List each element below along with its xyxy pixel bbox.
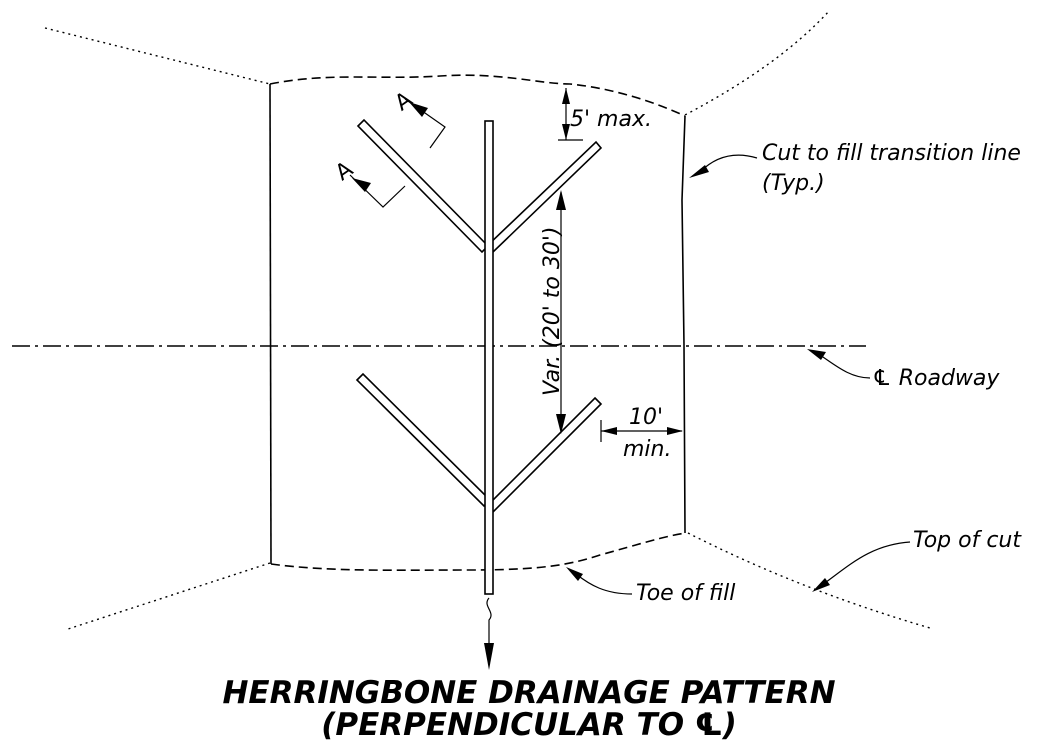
lower-right-lateral bbox=[485, 396, 603, 514]
title-line2: (PERPENDICULAR TO ℄) bbox=[321, 707, 737, 743]
section-a-marker-lower: A bbox=[331, 157, 406, 208]
ten-label: 10' bbox=[629, 405, 663, 430]
lower-left-lateral bbox=[355, 372, 492, 508]
section-a-marker-upper: A bbox=[391, 87, 446, 149]
outlet-flow-arrow bbox=[484, 597, 494, 670]
top-of-cut-lines bbox=[44, 9, 931, 631]
callout-centerline-roadway: ℄ Roadway bbox=[807, 349, 1000, 391]
dimension-10ft-min: 10' min. bbox=[600, 405, 683, 462]
callout-top-of-cut: Top of cut bbox=[812, 528, 1022, 592]
upper-left-lateral bbox=[356, 118, 490, 254]
toe-of-fill-label: Toe of fill bbox=[636, 581, 735, 606]
dimension-variable-spacing: Var. (20' to 30') bbox=[540, 190, 566, 434]
cl-roadway-label: ℄ Roadway bbox=[872, 366, 1000, 391]
drain-pattern bbox=[355, 118, 603, 595]
top-of-cut-label: Top of cut bbox=[913, 528, 1022, 553]
five-max-label: 5' max. bbox=[570, 107, 652, 132]
min-label: min. bbox=[623, 437, 671, 462]
toe-of-fill-lines bbox=[269, 74, 687, 572]
transition-label-line2: (Typ.) bbox=[762, 171, 825, 196]
transition-label-line1: Cut to fill transition line bbox=[762, 141, 1021, 166]
callout-toe-of-fill: Toe of fill bbox=[566, 567, 735, 606]
title-line1: HERRINGBONE DRAINAGE PATTERN bbox=[222, 675, 835, 711]
callout-transition-line: Cut to fill transition line (Typ.) bbox=[689, 141, 1021, 196]
dimension-5ft-max: 5' max. bbox=[558, 88, 652, 141]
variable-spacing-label: Var. (20' to 30') bbox=[540, 227, 565, 396]
diagram-title: HERRINGBONE DRAINAGE PATTERN (PERPENDICU… bbox=[222, 675, 835, 743]
main-trunk-drain bbox=[484, 120, 494, 595]
cut-to-fill-transition-lines bbox=[269, 83, 686, 565]
section-a-label-upper: A bbox=[391, 87, 418, 116]
section-a-label-lower: A bbox=[331, 157, 358, 186]
